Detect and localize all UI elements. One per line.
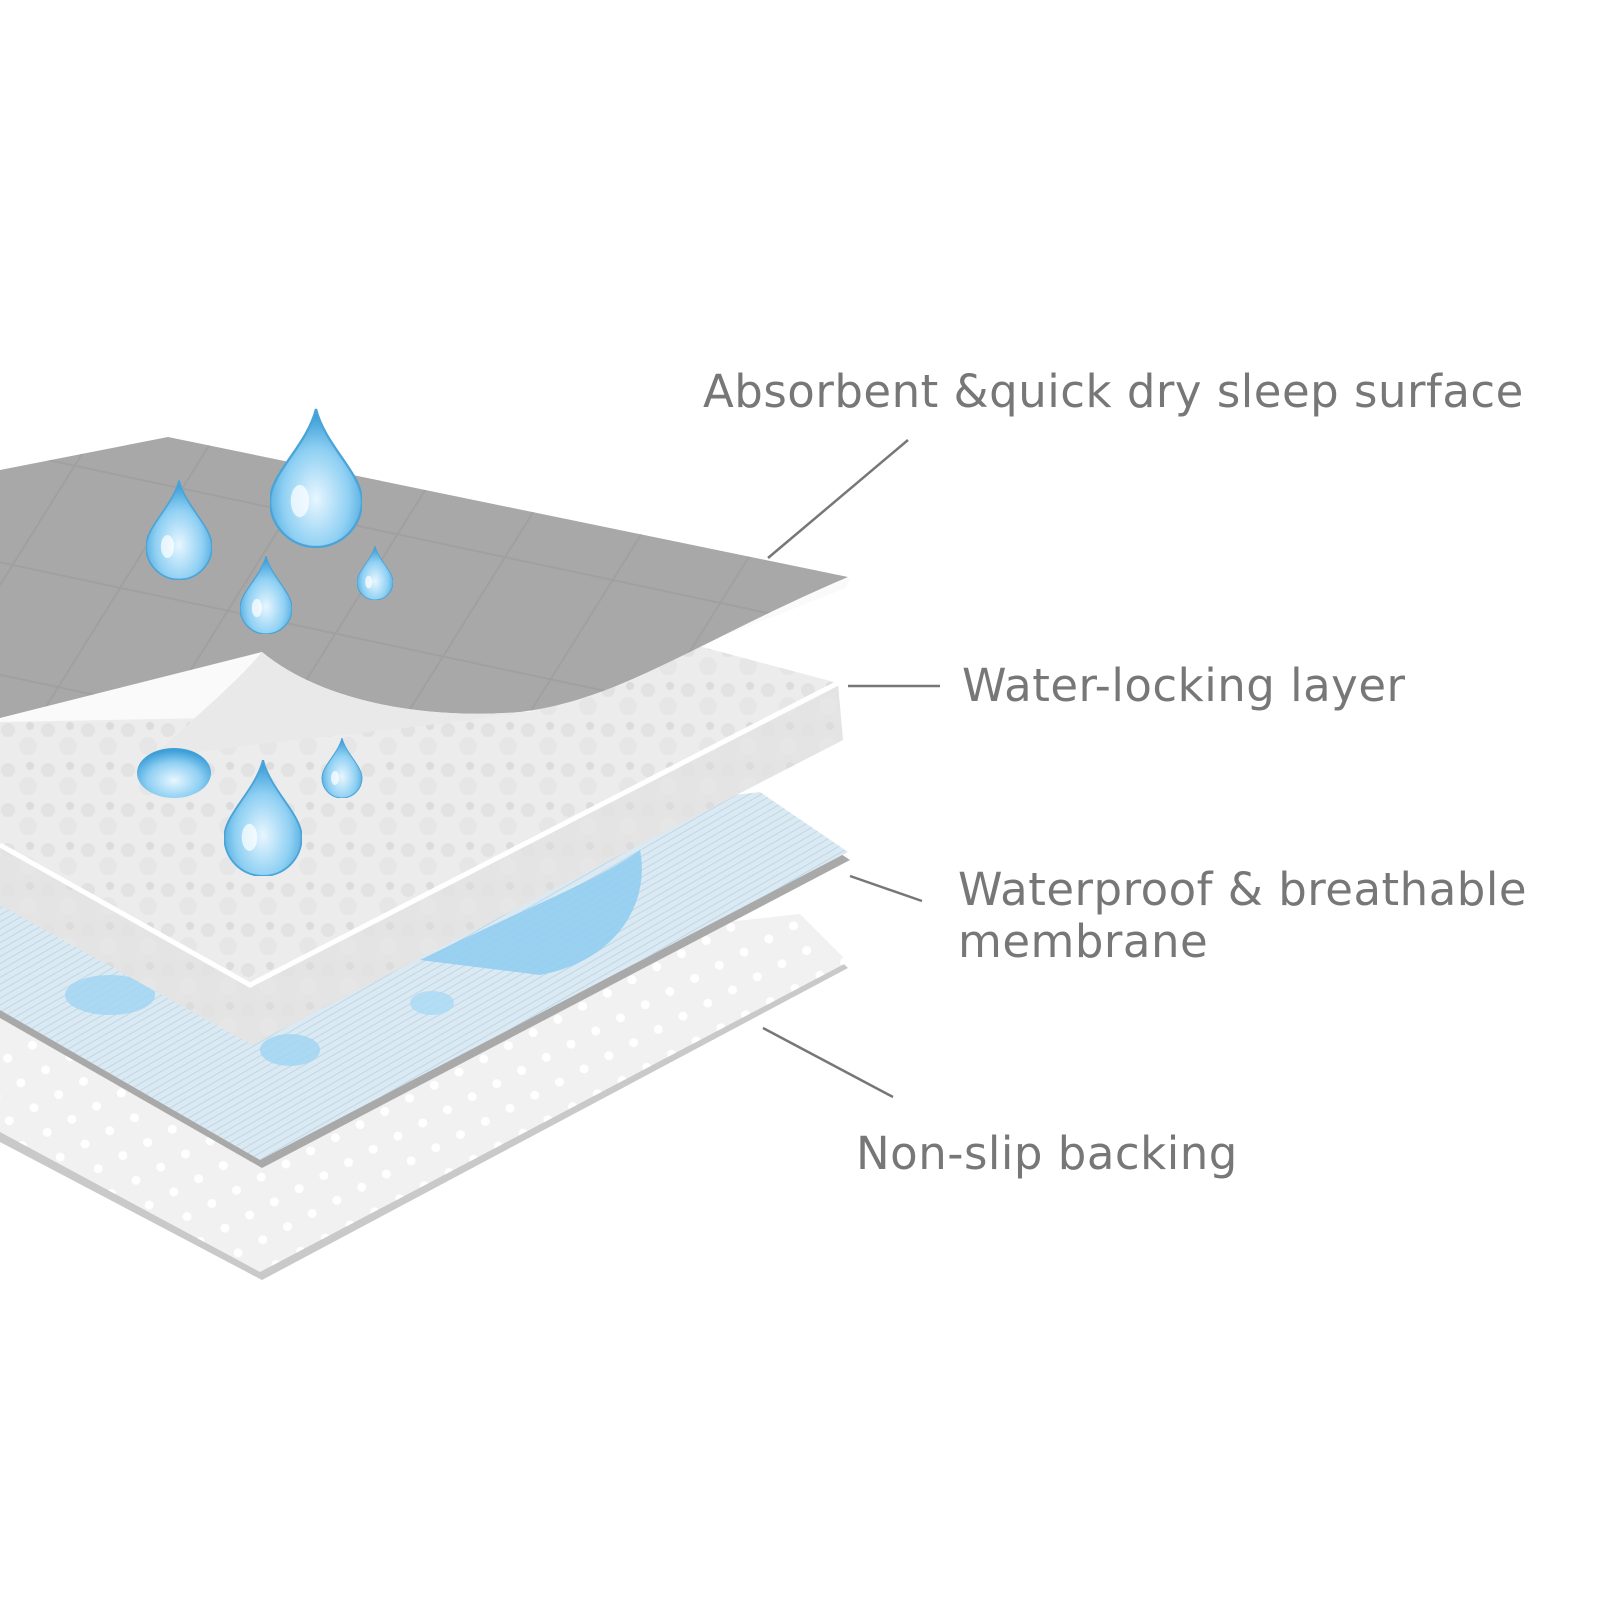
water-bead (410, 991, 454, 1015)
leader-line-backing (762, 1026, 894, 1099)
label-membrane-line2: membrane (958, 915, 1209, 968)
water-drops (137, 408, 393, 876)
leader-lines (762, 439, 940, 1099)
label-membrane-line1: Waterproof & breathable (958, 863, 1528, 916)
leader-line-membrane (849, 874, 923, 903)
label-water-locking: Water-locking layer (962, 659, 1406, 712)
label-top-surface: Absorbent &quick dry sleep surface (703, 365, 1524, 418)
water-drop-icon (137, 748, 211, 798)
water-bead (260, 1034, 320, 1066)
water-splash (420, 850, 642, 975)
leader-line-top (767, 439, 909, 559)
water-bead (65, 975, 155, 1015)
label-membrane: Waterproof & breathable membrane (958, 864, 1527, 968)
label-backing: Non-slip backing (856, 1127, 1238, 1180)
top-surface-layer (0, 437, 850, 760)
peeled-corner (150, 652, 520, 760)
water-drop-icon (270, 408, 362, 548)
